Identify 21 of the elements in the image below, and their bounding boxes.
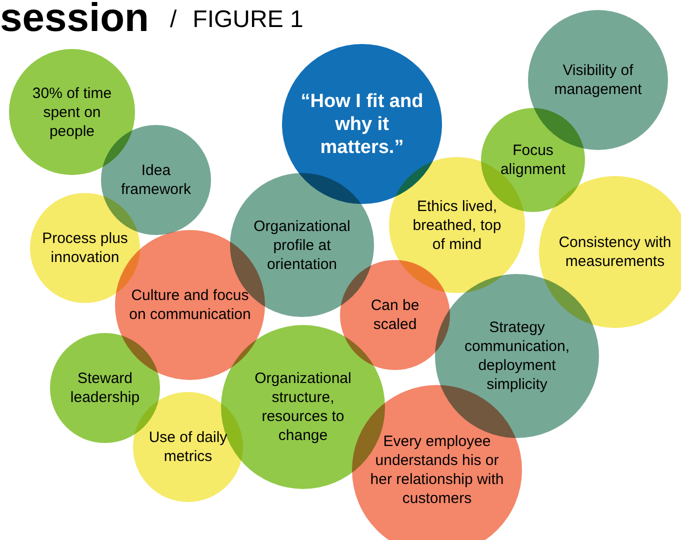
bubble-text: Process plus innovation bbox=[41, 229, 129, 267]
bubble-text: Use of daily metrics bbox=[148, 428, 228, 466]
bubble-text: Organizational structure, resources to change bbox=[254, 369, 352, 445]
bubble-text: “How I fit and why it matters.” bbox=[300, 90, 424, 158]
bubble-text: Strategy communication, deployment simplicity bbox=[463, 318, 571, 394]
bubble-text: Focus alignment bbox=[499, 141, 567, 179]
bubble-text: Can be scaled bbox=[370, 296, 420, 334]
bubble-text: Visibility of management bbox=[553, 61, 643, 99]
bubble-text: Organizational profile at orientation bbox=[252, 216, 352, 274]
bubble bbox=[340, 260, 450, 370]
separator-slash: / bbox=[170, 6, 177, 34]
bubble-text: Idea framework bbox=[120, 161, 192, 199]
title: session bbox=[0, 0, 149, 40]
bubble-text: Culture and focus on communication bbox=[128, 286, 252, 324]
bubble-text: Ethics lived, breathed, top of mind bbox=[412, 196, 502, 254]
bubble bbox=[9, 49, 135, 175]
bubble-text: Steward leadership bbox=[69, 369, 141, 407]
bubble-text: Consistency with measurements bbox=[558, 233, 672, 271]
bubble-text: Every employee understands his or her relationship with customers bbox=[369, 432, 505, 508]
bubble-text: 30% of time spent on people bbox=[31, 84, 113, 140]
figure-label: FIGURE 1 bbox=[192, 6, 304, 34]
